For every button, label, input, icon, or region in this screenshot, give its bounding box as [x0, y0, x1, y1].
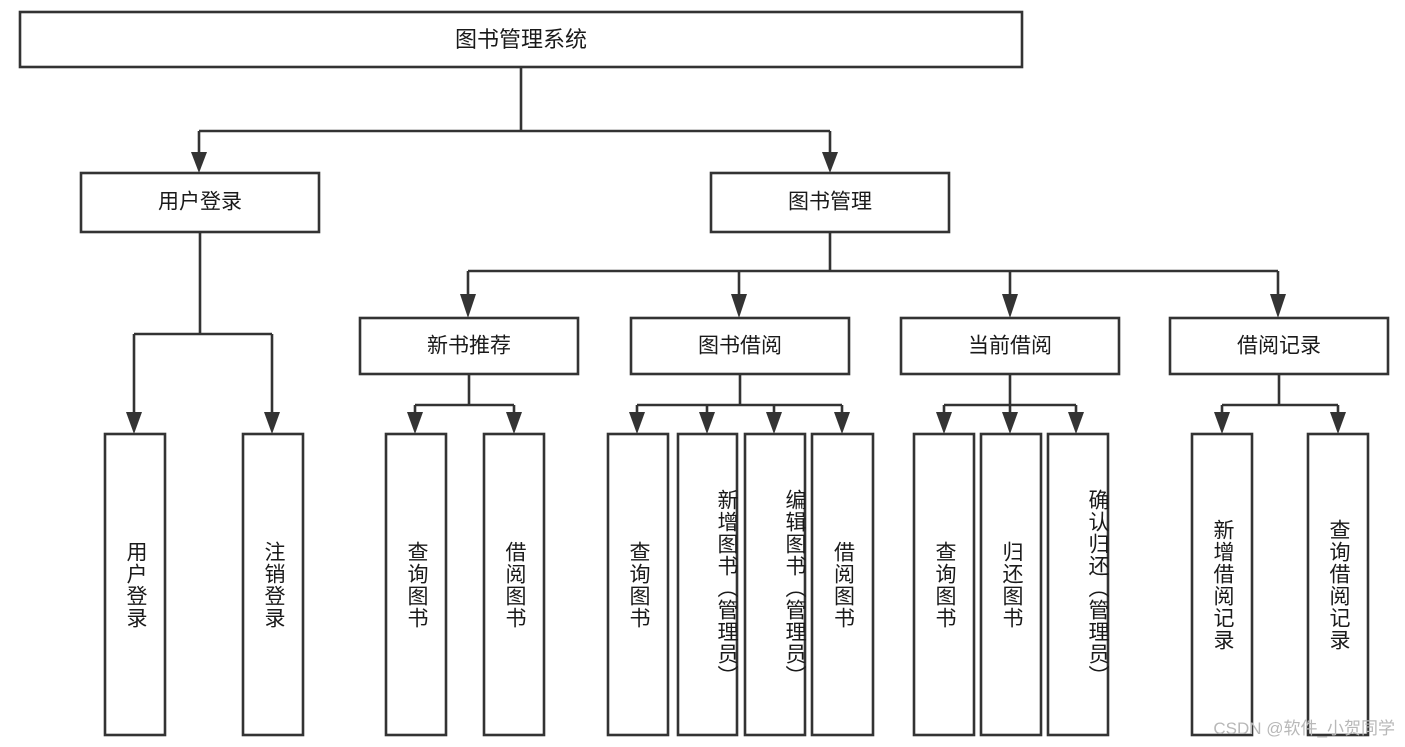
arrowhead-leaf-bookborrow-2 [766, 412, 782, 434]
node-leaf-borrowrecord-1-box[interactable] [1306, 432, 1370, 737]
arrowhead-book-manage [822, 152, 838, 173]
arrowhead-leaf-currentborrow-1 [1002, 412, 1018, 434]
arrowhead-user-login [191, 152, 207, 173]
node-root-label: 图书管理系统 [455, 27, 587, 52]
node-leaf-newbook-0-box[interactable] [384, 432, 448, 737]
arrowhead-leaf-bookborrow-0 [629, 412, 645, 434]
node-new-book-box[interactable] [358, 316, 580, 376]
arrowhead-current-borrow [1002, 294, 1018, 318]
node-leaf-newbook-1-box[interactable] [482, 432, 546, 737]
node-leaf-currentborrow-0-box[interactable] [912, 432, 976, 737]
arrowhead-leaf-newbook-0 [407, 412, 423, 434]
arrowhead-leaf-userlogin-1 [264, 412, 280, 434]
node-book-manage-box[interactable] [709, 171, 951, 234]
arrowhead-book-borrow [731, 294, 747, 318]
arrowhead-leaf-bookborrow-1 [699, 412, 715, 434]
arrowhead-new-book [460, 294, 476, 318]
node-leaf-bookborrow-1-box[interactable] [676, 432, 739, 737]
node-book-borrow-box[interactable] [629, 316, 851, 376]
node-book-manage-label: 图书管理 [788, 191, 872, 214]
node-new-book-label: 新书推荐 [427, 335, 511, 358]
node-current-borrow-label: 当前借阅 [968, 335, 1052, 358]
node-borrow-record-box[interactable] [1168, 316, 1390, 376]
node-leaf-borrowrecord-0-box[interactable] [1190, 432, 1254, 737]
node-borrow-record-label: 借阅记录 [1237, 335, 1321, 358]
node-leaf-currentborrow-1-box[interactable] [979, 432, 1043, 737]
node-leaf-bookborrow-3-box[interactable] [810, 432, 875, 737]
arrowhead-leaf-newbook-1 [506, 412, 522, 434]
node-leaf-bookborrow-2-box[interactable] [743, 432, 807, 737]
arrowhead-borrow-record [1270, 294, 1286, 318]
node-root-box[interactable] [18, 10, 1024, 69]
arrowhead-leaf-borrowrecord-1 [1330, 412, 1346, 434]
arrowhead-leaf-userlogin-0 [126, 412, 142, 434]
arrowhead-leaf-bookborrow-3 [834, 412, 850, 434]
arrowhead-leaf-currentborrow-0 [936, 412, 952, 434]
node-book-borrow-label: 图书借阅 [698, 335, 782, 358]
node-current-borrow-box[interactable] [899, 316, 1121, 376]
node-leaf-userlogin-1-box[interactable] [241, 432, 305, 737]
node-user-login-label: 用户登录 [158, 191, 242, 214]
node-leaf-userlogin-0-box[interactable] [103, 432, 167, 737]
node-leaf-currentborrow-2-box[interactable] [1046, 432, 1110, 737]
arrowhead-leaf-currentborrow-2 [1068, 412, 1084, 434]
node-leaf-bookborrow-0-box[interactable] [606, 432, 670, 737]
arrowhead-leaf-borrowrecord-0 [1214, 412, 1230, 434]
csdn-watermark: CSDN @软件_小贺同学 [1213, 719, 1395, 738]
